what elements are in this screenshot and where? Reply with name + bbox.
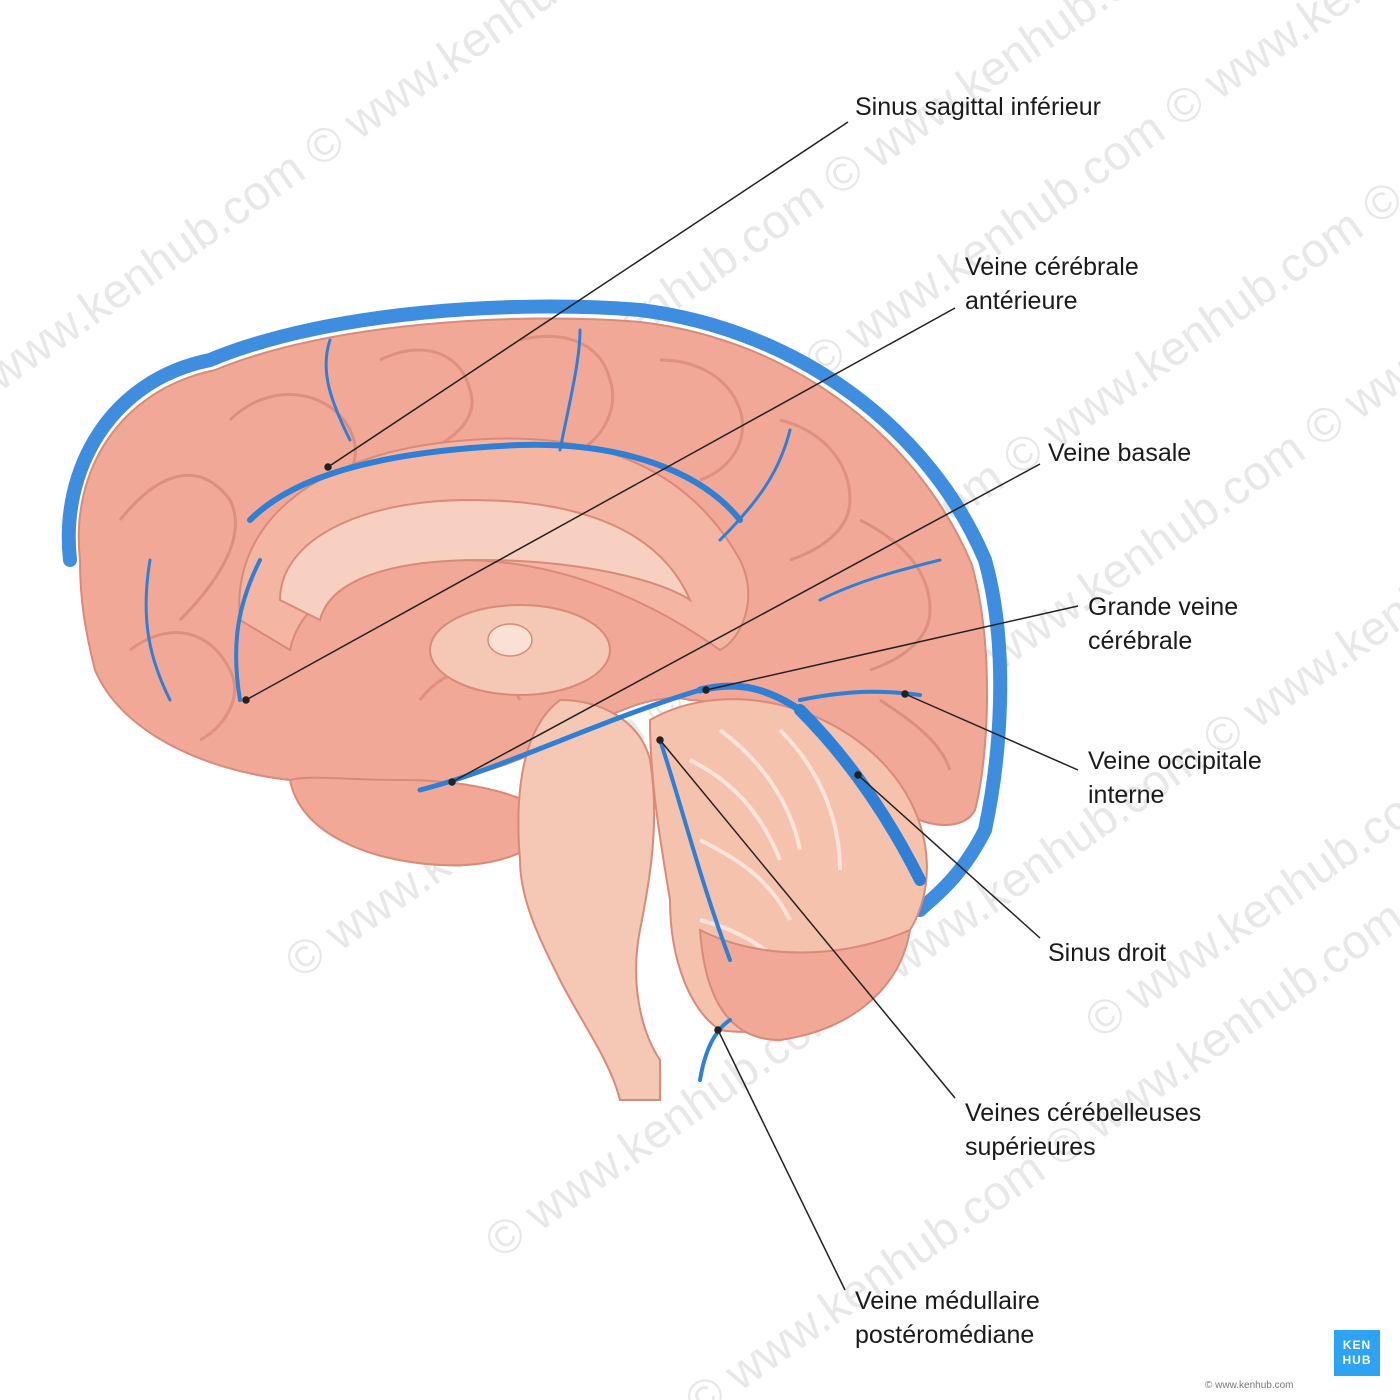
leader-veine-cerebrale-ant	[245, 307, 956, 701]
leader-sinus-sagittal	[327, 121, 849, 468]
label-veine-cerebrale-anterieure: Veine cérébrale antérieure	[965, 253, 1139, 315]
label-sinus-sagittal-inferieur: Sinus sagittal inférieur	[855, 93, 1101, 121]
label-grande-veine-cerebrale: Grande veine cérébrale	[1088, 593, 1239, 655]
label-veine-medullaire-posteromediane: Veine médullaire postéromédiane	[855, 1287, 1040, 1349]
leader-veine-basale	[451, 463, 1041, 783]
cerebellar-hemisphere	[698, 928, 912, 1042]
great-cerebral-vein	[696, 682, 804, 714]
veins	[144, 328, 942, 1082]
leader-lines	[242, 121, 1079, 1291]
anterior-cerebral-vein	[234, 558, 262, 702]
copyright-text: © www.kenhub.com	[1205, 1380, 1294, 1391]
superior-sagittal-sinus	[61, 299, 1008, 917]
superior-cerebellar-veins	[658, 738, 732, 962]
corpus-callosum	[278, 498, 693, 622]
watermark-text: © www.kenhub.com © www.kenhub.com © www.…	[796, 0, 1400, 389]
leader-grande-veine	[705, 605, 1079, 691]
arbor-vitae	[689, 728, 842, 982]
interthalamic-adhesion	[487, 623, 533, 657]
leader-veine-occipitale	[904, 693, 1079, 771]
leader-sinus-droit	[857, 774, 1041, 939]
leader-veines-cerebelleuses	[659, 739, 956, 1099]
label-veines-cerebelleuses-superieures: Veines cérébelleuses supérieures	[965, 1099, 1202, 1161]
kenhub-logo: KEN HUB	[1334, 1330, 1380, 1376]
leader-veine-medullaire	[717, 1029, 846, 1291]
brainstem	[517, 698, 661, 1101]
straight-sinus	[794, 704, 926, 886]
label-veine-occipitale-interne: Veine occipitale interne	[1088, 747, 1262, 809]
label-veine-basale: Veine basale	[1048, 439, 1192, 467]
label-sinus-droit: Sinus droit	[1048, 939, 1167, 967]
inferior-sagittal-sinus	[247, 441, 743, 523]
posteromedian-medullary-vein	[698, 1018, 732, 1082]
